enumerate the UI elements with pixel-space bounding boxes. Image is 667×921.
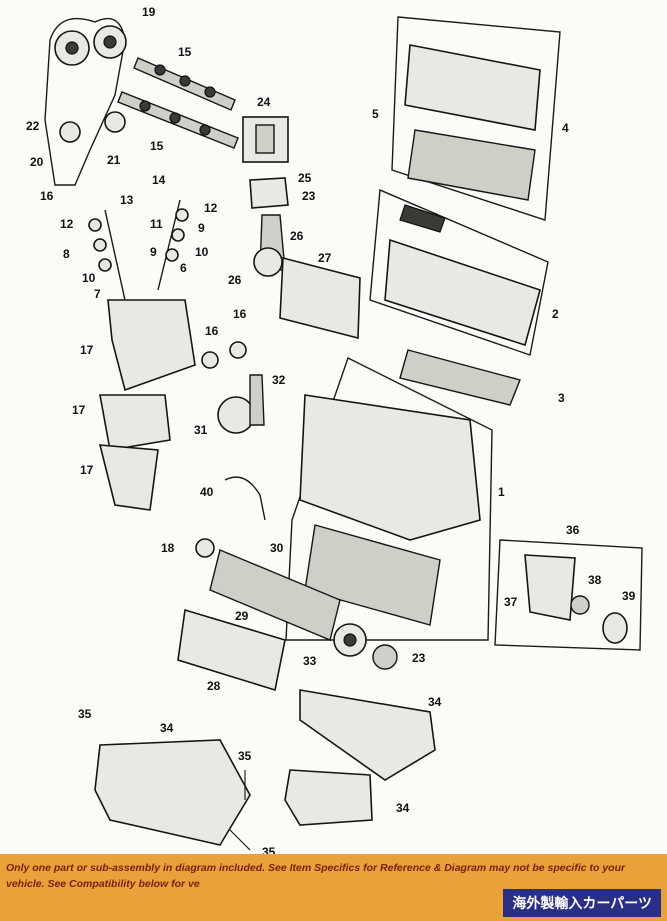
callout: 32 [272, 373, 286, 387]
oil-pipe [224, 476, 266, 521]
callout: 18 [161, 541, 175, 555]
callout: 16 [233, 307, 247, 321]
callout: 31 [194, 423, 208, 437]
callout: 26 [228, 273, 242, 287]
callout: 9 [150, 245, 157, 259]
callout: 17 [80, 463, 94, 477]
callout: 38 [588, 573, 602, 587]
callout: 1 [498, 485, 505, 499]
callout: 8 [63, 247, 70, 261]
callout: 29 [235, 609, 249, 623]
timing-cover-upper [107, 299, 196, 392]
callout: 2 [552, 307, 559, 321]
callout: 14 [152, 173, 166, 187]
callout: 16 [40, 189, 54, 203]
oil-pan-steel [94, 739, 251, 846]
callout: 16 [205, 324, 219, 338]
shop-badge: 海外製輸入カーパーツ [503, 889, 661, 917]
head-gasket [399, 349, 521, 406]
disclaimer-text: Only one part or sub-assembly in diagram… [6, 862, 626, 890]
oil-pump-box [494, 539, 643, 651]
callout: 3 [558, 391, 565, 405]
main-bearings [177, 608, 286, 692]
callout: 28 [207, 679, 221, 693]
callout: 4 [562, 121, 569, 135]
callout: 15 [178, 45, 192, 59]
callout: 24 [257, 95, 271, 109]
callout: 6 [180, 261, 187, 275]
engine-exploded-diagram: 19 15 15 24 22 21 20 25 23 16 14 13 12 1… [26, 5, 643, 859]
cylinder-head-box [369, 188, 549, 356]
callout: 25 [298, 171, 312, 185]
callout: 17 [72, 403, 86, 417]
timing-cover-middle [99, 394, 171, 451]
callout: 15 [150, 139, 164, 153]
oil-pan-upper [299, 689, 436, 781]
callout: 20 [30, 155, 44, 169]
callout: 40 [200, 485, 214, 499]
callout-labels: 19 15 15 24 22 21 20 25 23 16 14 13 12 1… [26, 5, 636, 859]
callout: 22 [26, 119, 40, 133]
callout: 36 [566, 523, 580, 537]
callout: 26 [290, 229, 304, 243]
callout: 23 [302, 189, 316, 203]
callout: 12 [60, 217, 74, 231]
bearing-set [279, 256, 361, 340]
camshafts [117, 57, 239, 149]
callout: 34 [428, 695, 442, 709]
callout: 7 [94, 287, 101, 301]
callout: 10 [82, 271, 96, 285]
callout: 9 [198, 221, 205, 235]
callout: 19 [142, 5, 156, 19]
callout: 39 [622, 589, 636, 603]
callout: 21 [107, 153, 121, 167]
callout: 23 [412, 651, 426, 665]
valve-cover-box [391, 16, 561, 221]
callout: 17 [80, 343, 94, 357]
timing-belt-assembly [44, 17, 127, 186]
callout: 35 [78, 707, 92, 721]
timing-cover-lower [98, 444, 159, 511]
callout: 34 [396, 801, 410, 815]
callout: 12 [204, 201, 218, 215]
callout: 30 [270, 541, 284, 555]
piston-connecting-rod [249, 177, 289, 277]
callout: 34 [160, 721, 174, 735]
callout: 35 [238, 749, 252, 763]
callout: 11 [150, 217, 163, 231]
callout: 13 [120, 193, 134, 207]
callout: 27 [318, 251, 332, 265]
disclaimer-banner: Only one part or sub-assembly in diagram… [0, 854, 667, 921]
valve-train [88, 199, 189, 301]
callout: 5 [372, 107, 379, 121]
callout: 33 [303, 654, 317, 668]
oil-pan-lower [284, 769, 373, 826]
callout: 10 [195, 245, 209, 259]
crankshaft [209, 549, 341, 641]
callout: 37 [504, 595, 518, 609]
